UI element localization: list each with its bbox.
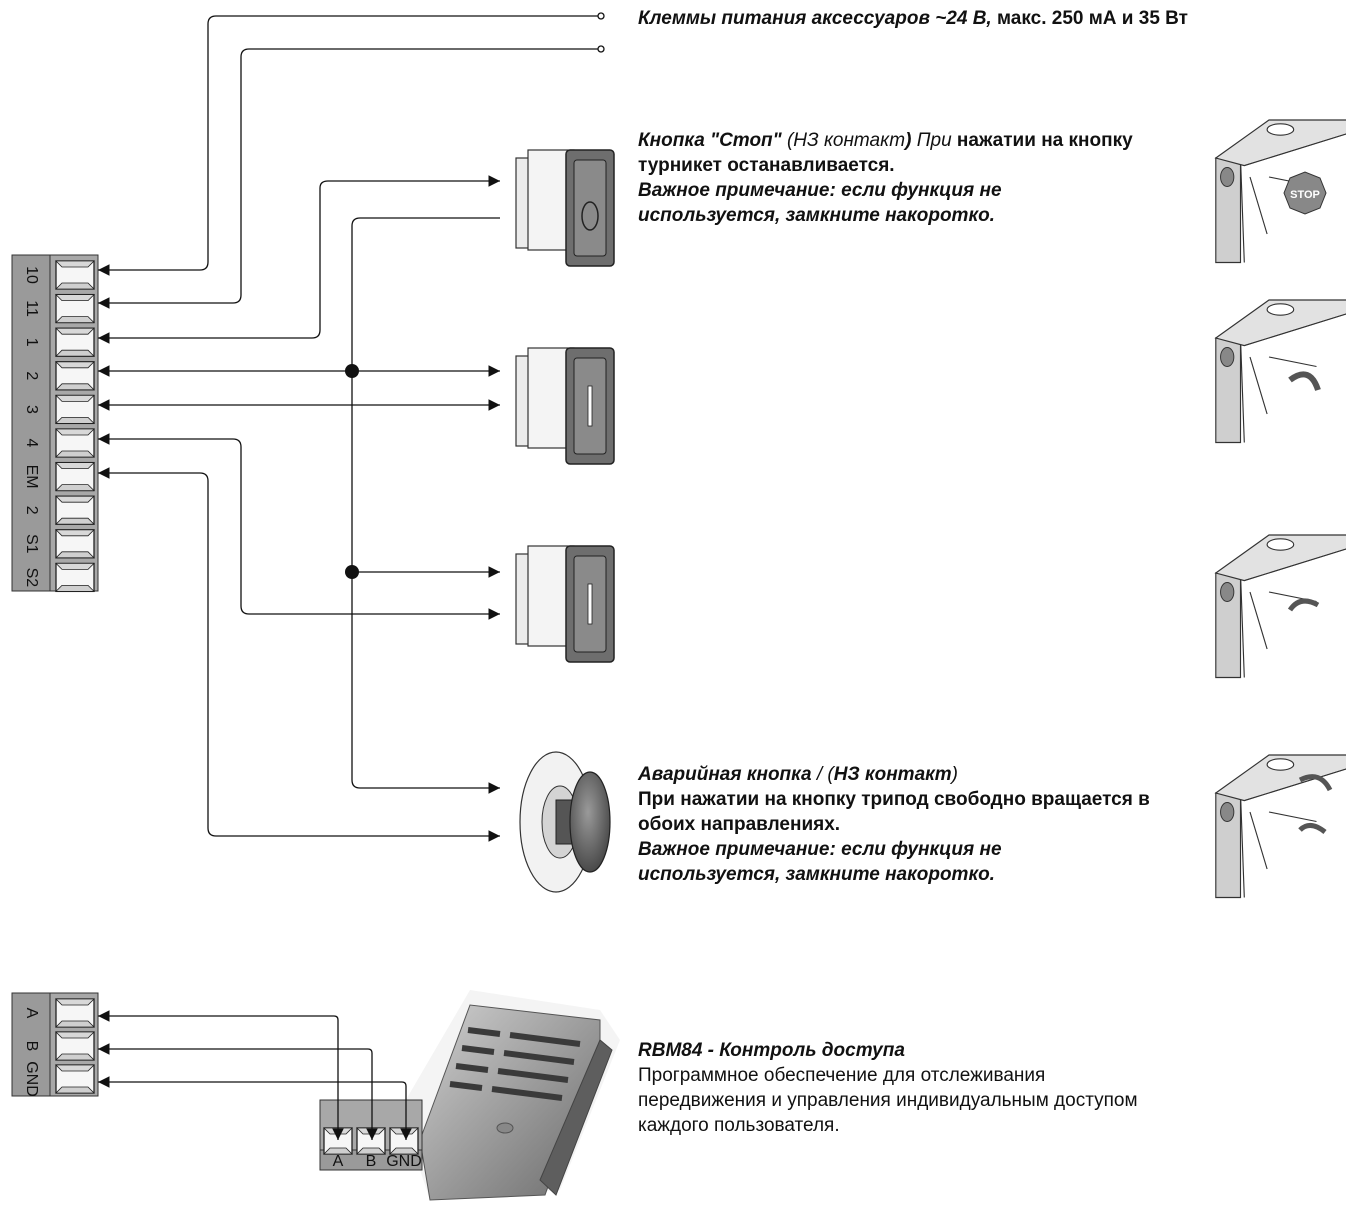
terminal-label: 3 <box>23 405 40 414</box>
terminal-label: EM <box>23 465 40 489</box>
junction-dot <box>345 565 359 579</box>
accessory-power-title: Клеммы питания аксессуаров ~24 В, <box>638 8 992 29</box>
turnstile-stop-image: STOP <box>1215 119 1346 264</box>
module-terminal-label: B <box>366 1153 377 1170</box>
terminal-cell <box>55 1031 95 1061</box>
terminal-label: 4 <box>23 439 40 448</box>
emergency-contact-close: ) <box>951 764 958 785</box>
emergency-contact: НЗ контакт <box>833 764 952 785</box>
stop-button-text: Кнопка "Стоп" (НЗ контакт) При нажатии н… <box>638 128 1198 228</box>
accessory-power-desc: макс. 250 мА и 35 Вт <box>991 8 1188 29</box>
stop-button-paren: ) <box>905 130 912 151</box>
module-terminal-label: A <box>333 1153 344 1170</box>
turnstile-rotate-right-image <box>1215 534 1346 679</box>
terminal-label: 2 <box>23 371 40 380</box>
stop-button-contact: (НЗ контакт <box>781 130 906 151</box>
terminal-label: 10 <box>23 266 40 284</box>
rbm84-text: RBM84 - Контроль доступа Программное обе… <box>638 1038 1178 1138</box>
terminal-label: 11 <box>23 300 40 317</box>
terminal-label: GND <box>23 1061 40 1097</box>
emergency-button-title: Аварийная кнопка <box>638 764 812 785</box>
terminal-cell <box>55 327 95 357</box>
wires-rs485 <box>98 1010 412 1140</box>
module-terminal-label: GND <box>386 1153 422 1170</box>
terminal-cell <box>55 495 95 525</box>
emergency-contact-open: / ( <box>811 764 834 785</box>
emergency-button-desc: При нажатии на кнопку трипод свободно вр… <box>638 789 1150 835</box>
rbm84-desc: Программное обеспечение для отслеживания… <box>638 1065 1138 1136</box>
stop-button-note: Важное примечание: если функция не испол… <box>638 180 1002 226</box>
terminal-cell <box>55 529 95 559</box>
emergency-button-text: Аварийная кнопка / (НЗ контакт) При нажа… <box>638 762 1203 887</box>
terminal-cell <box>55 428 95 458</box>
terminal-cell <box>55 1064 95 1094</box>
accessory-power-text: Клеммы питания аксессуаров ~24 В, макс. … <box>638 6 1198 31</box>
terminal-label: S2 <box>23 568 40 588</box>
turnstile-free-image <box>1215 754 1346 899</box>
stop-button-title: Кнопка "Стоп" <box>638 130 782 151</box>
terminal-label: S1 <box>23 534 40 554</box>
terminal-label: 2 <box>23 506 40 515</box>
junction-dot <box>345 364 359 378</box>
module-terminal-cell <box>389 1127 419 1155</box>
stop-sign-text: STOP <box>1290 189 1320 201</box>
stop-button-image <box>515 149 615 267</box>
terminal-cell <box>55 998 95 1028</box>
terminal-label: B <box>23 1041 40 1052</box>
open-button-1-image <box>515 347 615 465</box>
module-terminal-cell <box>356 1127 386 1155</box>
stop-button-desc: нажатии на кнопку турникет останавливает… <box>638 130 1133 176</box>
stop-button-when: При <box>911 130 952 151</box>
terminal-label: A <box>23 1008 40 1019</box>
emergency-button-image <box>519 751 611 893</box>
rbm84-module-image <box>400 990 620 1201</box>
rbm84-title: RBM84 - Контроль доступа <box>638 1040 905 1061</box>
turnstile-rotate-left-image <box>1215 299 1346 444</box>
terminal-cell <box>55 562 95 593</box>
terminal-cell <box>55 260 95 290</box>
open-button-2-image <box>515 545 615 663</box>
terminal-cell <box>55 461 95 492</box>
terminal-cell <box>55 361 95 391</box>
wires-main <box>98 12 605 842</box>
terminal-label: 1 <box>23 338 40 347</box>
terminal-cell <box>55 394 95 425</box>
emergency-button-note: Важное примечание: если функция не испол… <box>638 839 1002 885</box>
terminal-cell <box>55 293 95 324</box>
